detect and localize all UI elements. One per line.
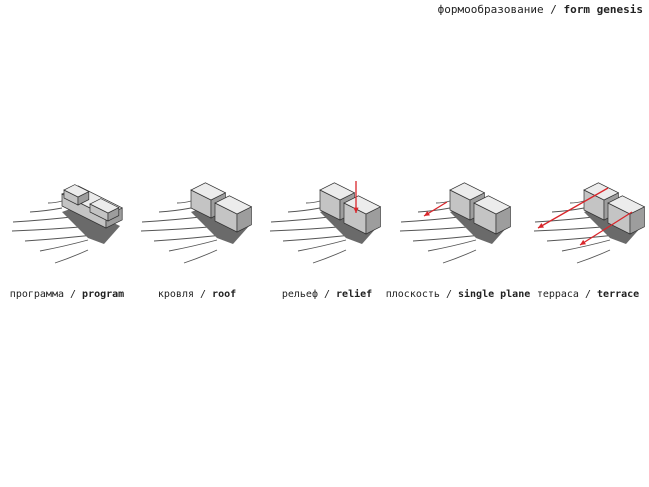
box-top-face — [190, 182, 227, 201]
box-top-face — [214, 195, 253, 215]
label-en: relief — [336, 289, 373, 300]
label-sep: / — [439, 289, 458, 300]
panel-roof — [140, 182, 253, 264]
panel-label-program: программа / program — [10, 289, 124, 300]
terrain-contour-line — [287, 207, 321, 213]
terrain-contour-line — [47, 200, 63, 204]
label-en: terrace — [597, 289, 640, 300]
red-arrowhead — [580, 239, 586, 245]
terrain-contour-line — [168, 239, 218, 252]
title-ru: формообразование — [437, 3, 544, 16]
page-title: формообразование / form genesis — [438, 3, 643, 16]
terrain-contour-line — [29, 207, 63, 213]
box-top-face — [343, 195, 382, 215]
label-en: program — [82, 289, 125, 300]
panel-single-plane — [399, 182, 512, 264]
label-en: roof — [212, 289, 237, 300]
red-arrowhead — [538, 223, 544, 228]
panel-relief — [269, 181, 382, 264]
volume-right — [214, 195, 253, 233]
red-arrow-line — [537, 187, 609, 229]
box-top-face — [449, 182, 486, 201]
terrain-contour-line — [183, 249, 218, 264]
label-ru: программа — [9, 289, 64, 300]
panel-label-terrace: терраса / terrace — [537, 289, 639, 300]
terrain-contour-line — [427, 239, 477, 252]
terrain-contour-line — [435, 200, 451, 204]
terrain-contour-line — [576, 249, 611, 264]
volume-right — [343, 195, 382, 235]
panel-label-single-plane: плоскость / single plane — [386, 289, 531, 300]
label-ru: терраса — [536, 289, 579, 300]
terrain-contour-line — [54, 249, 89, 264]
volume-right — [473, 195, 512, 235]
terrain-contour-line — [569, 200, 585, 204]
program-volume-left — [63, 184, 90, 206]
terrain-contour-line — [176, 200, 192, 204]
label-sep: / — [63, 289, 83, 300]
label-sep: / — [193, 289, 213, 300]
box-top-face — [89, 198, 120, 214]
title-en: form genesis — [563, 3, 643, 16]
box-top-face — [607, 195, 646, 215]
terrain-contour-line — [312, 249, 347, 264]
title-sep: / — [543, 3, 564, 16]
terrain-contour-line — [158, 207, 192, 213]
terrain-contour-line — [39, 239, 89, 252]
program-volume-right — [89, 198, 120, 222]
terrain-contour-line — [561, 239, 611, 252]
box-top-face — [473, 195, 512, 215]
label-en: single plane — [458, 289, 531, 300]
terrain-contour-line — [297, 239, 347, 252]
panel-program — [11, 184, 123, 264]
label-sep: / — [578, 289, 598, 300]
label-sep: / — [317, 289, 337, 300]
panel-label-relief: рельеф / relief — [282, 289, 372, 300]
terrain-contour-line — [442, 249, 477, 264]
panel-terrace — [533, 182, 646, 264]
block-shadow — [62, 206, 120, 244]
red-arrowhead — [353, 207, 359, 213]
label-ru: кровля — [157, 289, 194, 300]
panel-label-roof: кровля / roof — [158, 289, 236, 300]
label-ru: рельеф — [281, 289, 318, 300]
volume-right — [607, 195, 646, 235]
red-arrow-line — [579, 211, 633, 246]
red-arrowhead — [424, 210, 430, 216]
terrain-contour-line — [305, 200, 321, 204]
box-top-face — [319, 182, 356, 201]
box-top-face — [63, 184, 90, 198]
label-ru: плоскость — [385, 289, 440, 300]
